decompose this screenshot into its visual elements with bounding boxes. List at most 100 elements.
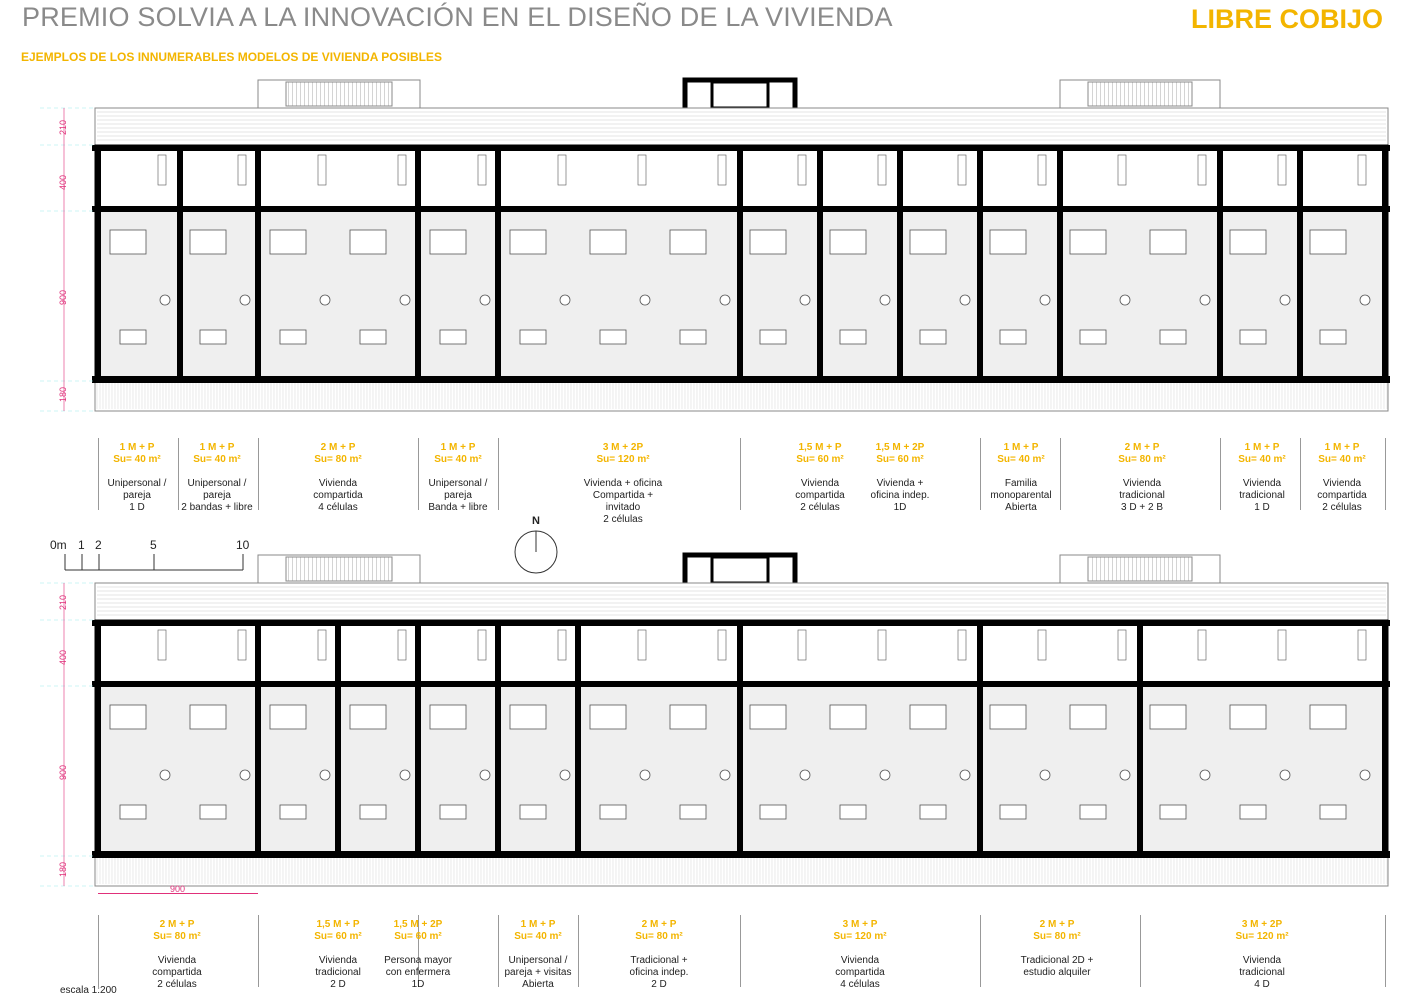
furniture-table xyxy=(479,769,491,781)
furniture-table xyxy=(1279,294,1291,306)
cell-fixture xyxy=(1357,154,1367,186)
furniture-sofa xyxy=(1239,804,1267,820)
unit-description: pareja xyxy=(123,490,151,501)
stair-steps xyxy=(285,81,393,107)
furniture-bed xyxy=(189,704,227,730)
furniture-sofa xyxy=(359,329,387,345)
cell-fixture xyxy=(557,629,567,661)
furniture-table xyxy=(879,294,891,306)
floor-plan-top xyxy=(40,77,1390,412)
furniture-bed xyxy=(589,704,627,730)
furniture-sofa xyxy=(199,329,227,345)
furniture-sofa xyxy=(1159,804,1187,820)
unit-description: estudio alquiler xyxy=(1023,967,1091,978)
scale-text: escala 1:200 xyxy=(60,985,117,996)
party-wall xyxy=(737,620,743,858)
unit-people: 3 M + 2P xyxy=(602,442,644,453)
furniture-sofa xyxy=(679,329,707,345)
unit-description: tradicional xyxy=(315,967,361,978)
unit-area: Su= 60 m² xyxy=(314,931,362,942)
party-wall xyxy=(977,620,983,858)
dimension-label: 210 xyxy=(58,594,68,610)
furniture-bed xyxy=(509,704,547,730)
unit-people: 1 M + P xyxy=(520,919,556,930)
cell-fixture xyxy=(157,629,167,661)
cell-fixture xyxy=(1197,154,1207,186)
unit-description: Vivienda xyxy=(157,955,197,966)
scale-tick-10: 10 xyxy=(236,538,250,552)
unit-area: Su= 60 m² xyxy=(394,931,442,942)
furniture-bed xyxy=(589,229,627,255)
cell-fixture xyxy=(1197,629,1207,661)
furniture-bed xyxy=(669,704,707,730)
label-separator xyxy=(578,915,579,987)
label-separator xyxy=(1385,438,1386,510)
cell-fixture xyxy=(477,629,487,661)
furniture-sofa xyxy=(919,329,947,345)
cell-fixture xyxy=(1037,154,1047,186)
label-separator xyxy=(1300,438,1301,510)
unit-description: Vivienda xyxy=(840,955,880,966)
furniture-table xyxy=(559,769,571,781)
furniture-sofa xyxy=(1159,329,1187,345)
label-separator xyxy=(1220,438,1221,510)
unit-description: compartida xyxy=(835,967,885,978)
label-separator xyxy=(418,438,419,510)
cell-fixture xyxy=(237,629,247,661)
unit-description: Banda + libre xyxy=(428,502,488,513)
furniture-bed xyxy=(349,704,387,730)
unit-description: Vivienda xyxy=(800,478,840,489)
furniture-sofa xyxy=(439,329,467,345)
furniture-sofa xyxy=(119,329,147,345)
unit-description: 1D xyxy=(411,979,425,990)
cell-fixture xyxy=(637,629,647,661)
unit-area: Su= 40 m² xyxy=(997,454,1045,465)
unit-area: Su= 80 m² xyxy=(314,454,362,465)
label-separator xyxy=(980,915,981,987)
furniture-table xyxy=(1359,769,1371,781)
furniture-bed xyxy=(269,229,307,255)
unit-description: Vivienda xyxy=(318,478,358,489)
dimension-label: 180 xyxy=(58,386,68,402)
furniture-bed xyxy=(989,704,1027,730)
unit-area: Su= 40 m² xyxy=(113,454,161,465)
unit-description: Abierta xyxy=(522,979,554,990)
furniture-table xyxy=(319,769,331,781)
furniture-sofa xyxy=(839,329,867,345)
unit-description: Persona mayor xyxy=(384,955,452,966)
label-separator xyxy=(498,438,499,510)
label-separator xyxy=(178,438,179,510)
unit-description: con enfermera xyxy=(385,967,451,978)
label-separator xyxy=(1060,438,1061,510)
unit-description: Vivienda + xyxy=(876,478,924,489)
unit-people: 1 M + P xyxy=(119,442,155,453)
unit-people: 1,5 M + 2P xyxy=(875,442,925,453)
furniture-bed xyxy=(1309,704,1347,730)
unit-people: 1,5 M + P xyxy=(798,442,842,453)
unit-description: Vivienda xyxy=(1242,478,1282,489)
scale-tick-5: 5 xyxy=(150,538,157,552)
unit-description: tradicional xyxy=(1119,490,1165,501)
unit-people: 3 M + 2P xyxy=(1241,919,1283,930)
unit-description: compartida xyxy=(795,490,845,501)
party-wall xyxy=(415,145,421,383)
party-wall xyxy=(495,145,501,383)
unit-people: 1 M + P xyxy=(1003,442,1039,453)
furniture-table xyxy=(639,769,651,781)
unit-description: oficina indep. xyxy=(629,967,689,978)
scale-tick-1: 1 xyxy=(78,538,85,552)
unit-description: Unipersonal / xyxy=(428,478,488,489)
furniture-bed xyxy=(429,229,467,255)
label-separator xyxy=(98,438,99,510)
north-terrace xyxy=(94,107,1389,146)
furniture-table xyxy=(239,294,251,306)
unit-description: Vivienda xyxy=(318,955,358,966)
north-arrow-icon xyxy=(514,530,558,574)
furniture-sofa xyxy=(1319,329,1347,345)
